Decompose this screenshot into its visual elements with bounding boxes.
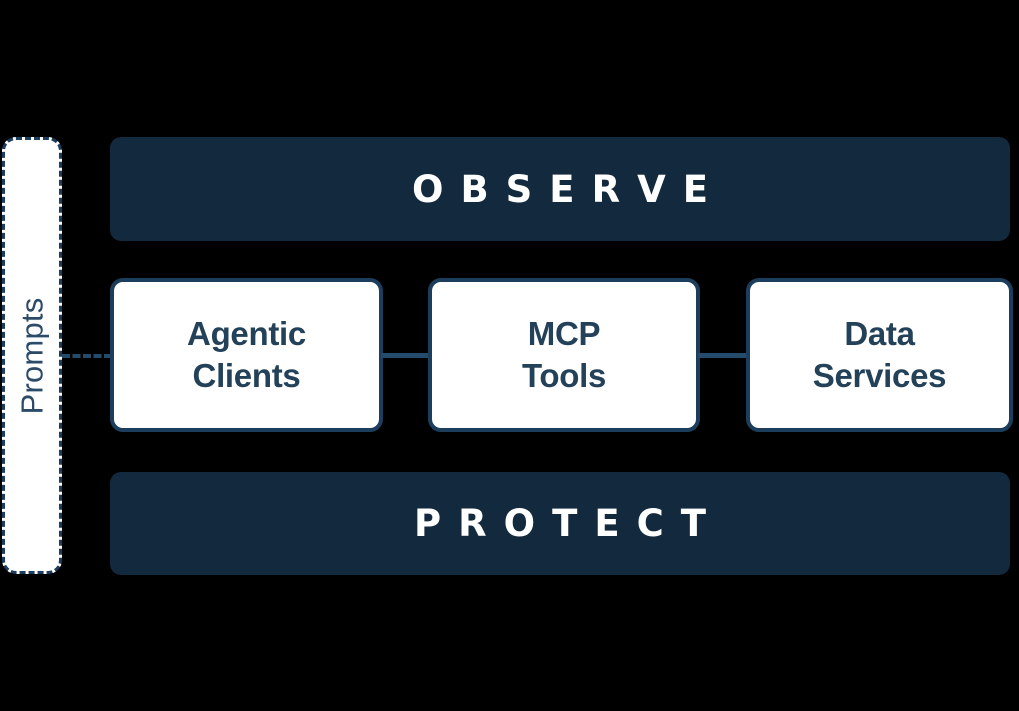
card-data-services-label: Data Services xyxy=(812,315,947,394)
prompts-label: Prompts xyxy=(14,297,50,414)
card-data-services: Data Services xyxy=(746,278,1013,432)
card-mcp-tools-label: MCP Tools xyxy=(521,315,607,394)
connector-mcp-tools-to-data-services xyxy=(698,353,748,358)
protect-banner-label: PROTECT xyxy=(414,502,723,545)
observe-banner-label: OBSERVE xyxy=(412,167,725,211)
observe-banner: OBSERVE xyxy=(110,137,1010,241)
card-mcp-tools: MCP Tools xyxy=(428,278,700,432)
protect-banner: PROTECT xyxy=(110,472,1010,575)
card-agentic-clients: Agentic Clients xyxy=(110,278,383,432)
prompts-rail: Prompts xyxy=(2,137,62,574)
connector-prompts-to-agentic-clients xyxy=(62,354,112,358)
card-agentic-clients-label: Agentic Clients xyxy=(187,315,306,394)
connector-agentic-clients-to-mcp-tools xyxy=(381,353,430,358)
